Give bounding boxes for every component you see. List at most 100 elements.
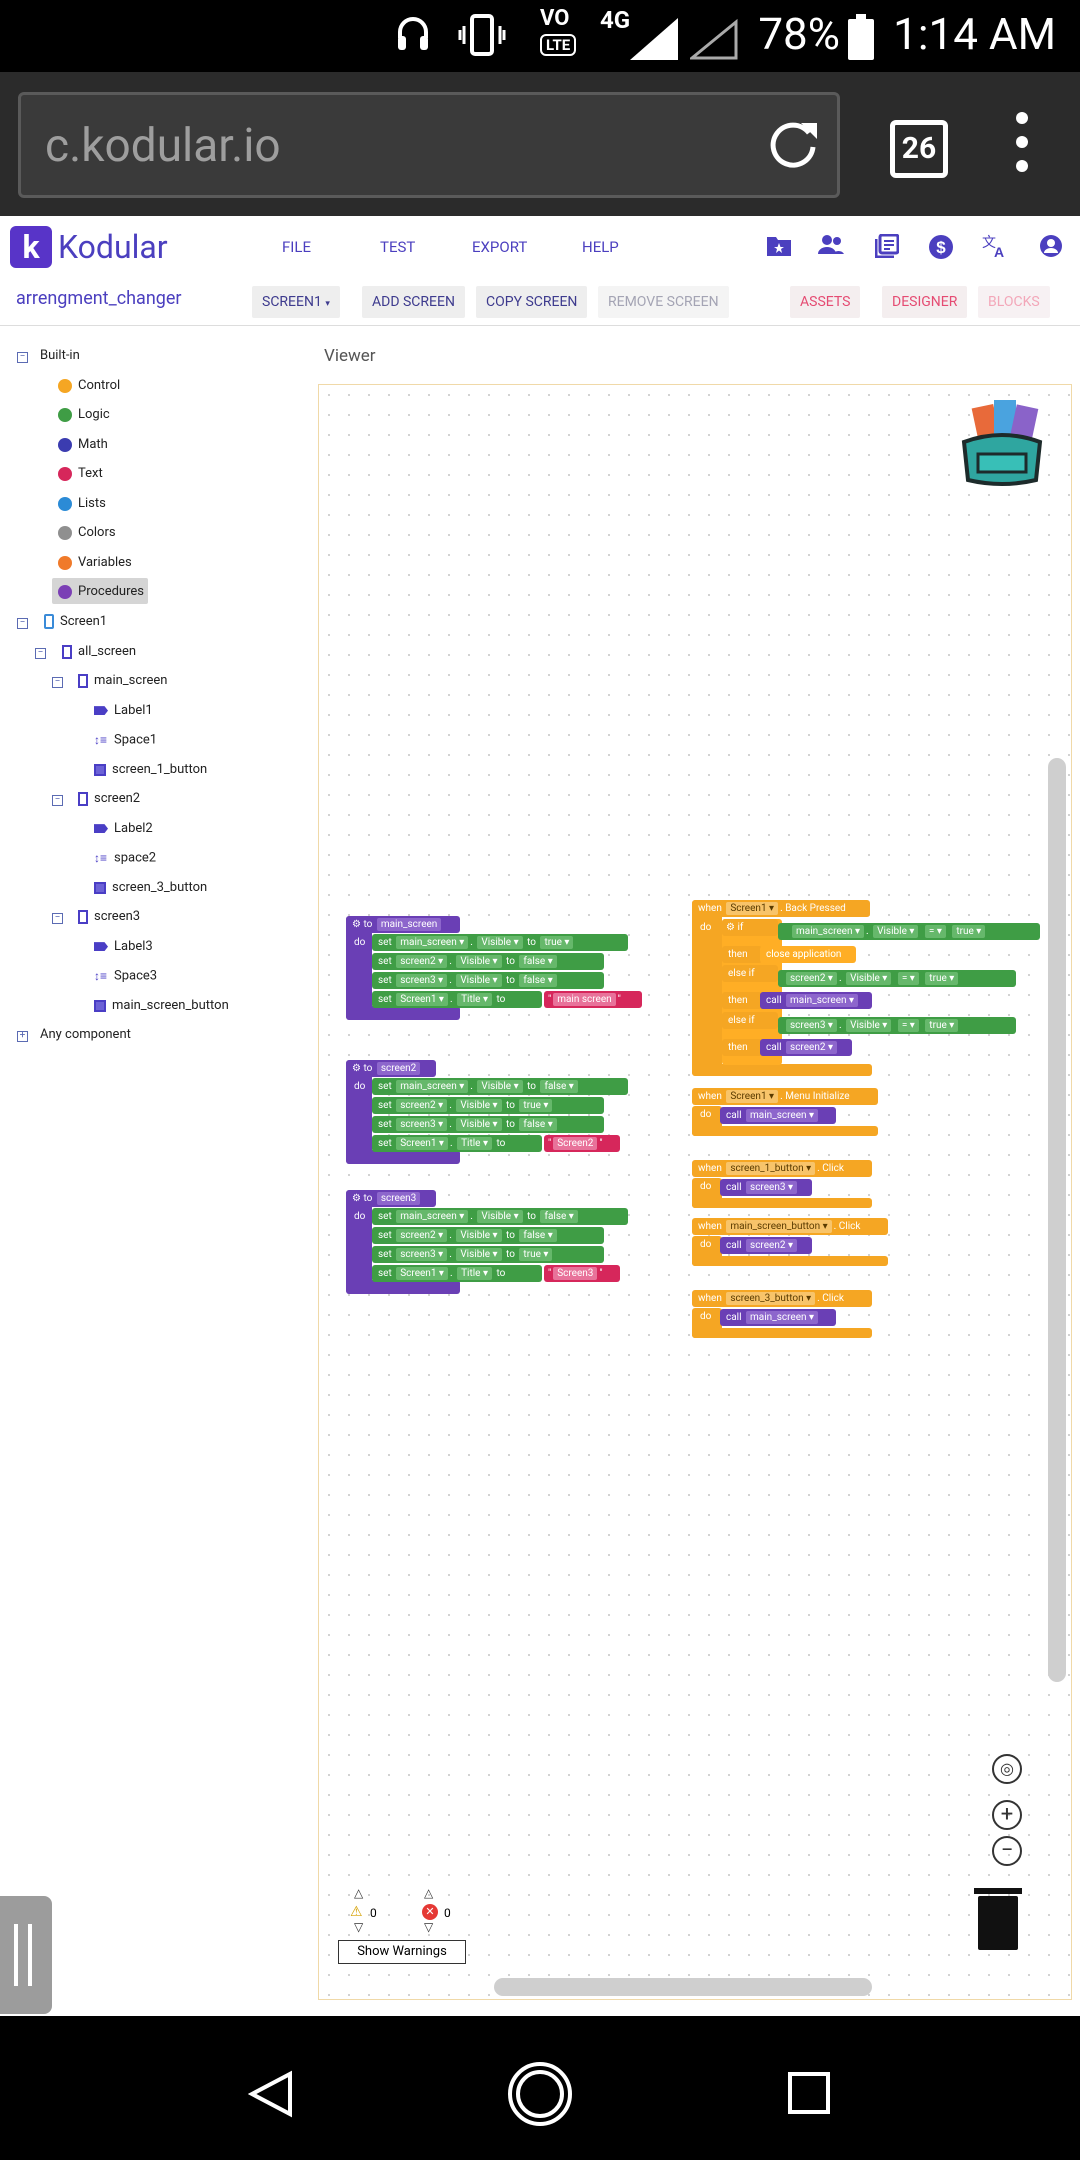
recents-icon[interactable] xyxy=(786,2070,832,2116)
tree-label2[interactable]: Label2 xyxy=(94,817,153,841)
string-field[interactable]: Screen3 xyxy=(553,1266,598,1280)
component-field[interactable]: main_screen_button ▾ xyxy=(726,1219,832,1233)
component-field[interactable]: Screen1 ▾ xyxy=(726,1089,779,1103)
event-menu-initialize-header[interactable]: when Screen1 ▾. Menu Initialize xyxy=(692,1088,878,1105)
bool-field[interactable]: true ▾ xyxy=(519,1247,553,1261)
set-block[interactable]: set main_screen ▾. Visible ▾ to false ▾ xyxy=(372,1078,628,1095)
folder-star-icon[interactable] xyxy=(766,234,792,260)
component-field[interactable]: Screen1 ▾ xyxy=(726,901,779,915)
component-field[interactable]: screen2 ▾ xyxy=(396,1228,448,1242)
tree-builtin[interactable]: Built-in xyxy=(40,348,80,363)
category-lists[interactable]: Lists xyxy=(58,492,106,516)
tree-screen3[interactable]: screen3 xyxy=(78,905,140,929)
string-field[interactable]: main screen xyxy=(553,992,616,1006)
tree-all-screen[interactable]: all_screen xyxy=(62,640,136,664)
set-block[interactable]: set screen2 ▾. Visible ▾ to true ▾ xyxy=(372,1097,604,1114)
more-menu-icon[interactable] xyxy=(1016,112,1028,184)
tab-switcher-button[interactable]: 26 xyxy=(890,120,948,178)
tree-main-screen-button[interactable]: main_screen_button xyxy=(94,994,229,1018)
property-field[interactable]: Visible ▾ xyxy=(846,1018,892,1032)
expand-any-component-icon[interactable]: + xyxy=(17,1031,28,1042)
property-field[interactable]: Visible ▾ xyxy=(456,1117,502,1131)
remove-screen-button[interactable]: REMOVE SCREEN xyxy=(598,286,729,318)
proc-select[interactable]: main_screen ▾ xyxy=(786,993,859,1007)
collapse-screen2-icon[interactable]: − xyxy=(52,795,63,806)
tree-space2[interactable]: ↕≡space2 xyxy=(94,846,156,870)
bool-field[interactable]: false ▾ xyxy=(519,1117,557,1131)
component-field[interactable]: screen3 ▾ xyxy=(396,973,448,987)
warning-up-arrow-icon[interactable]: △ xyxy=(354,1886,364,1900)
call-block[interactable]: call screen2 ▾ xyxy=(760,1039,852,1056)
property-field[interactable]: Visible ▾ xyxy=(477,1209,523,1223)
collapse-main-screen-icon[interactable]: − xyxy=(52,677,63,688)
property-field[interactable]: Visible ▾ xyxy=(477,935,523,949)
bool-field[interactable]: true ▾ xyxy=(952,924,986,938)
component-field[interactable]: Screen1 ▾ xyxy=(396,1266,448,1280)
collapse-builtin-icon[interactable]: − xyxy=(17,352,28,363)
component-field[interactable]: screen2 ▾ xyxy=(396,1098,448,1112)
proc-name-field[interactable]: main_screen xyxy=(376,917,442,931)
category-procedures[interactable]: Procedures xyxy=(58,580,144,604)
library-icon[interactable] xyxy=(874,233,900,260)
tree-screen-1-button[interactable]: screen_1_button xyxy=(94,758,207,782)
bool-field[interactable]: false ▾ xyxy=(519,1228,557,1242)
bool-field[interactable]: false ▾ xyxy=(519,954,557,968)
call-block[interactable]: call main_screen ▾ xyxy=(720,1107,836,1124)
set-block[interactable]: set Screen1 ▾. Title ▾ to xyxy=(372,1265,542,1282)
designer-button[interactable]: DESIGNER xyxy=(882,286,968,318)
menu-file[interactable]: FILE xyxy=(282,238,311,256)
error-down-arrow-icon[interactable]: ▽ xyxy=(424,1920,434,1934)
set-block[interactable]: set Screen1 ▾. Title ▾ to xyxy=(372,1135,542,1152)
set-block[interactable]: set Screen1 ▾. Title ▾ to xyxy=(372,991,542,1008)
property-field[interactable]: Title ▾ xyxy=(457,1136,492,1150)
proc-main-screen-body[interactable] xyxy=(346,916,372,1020)
property-field[interactable]: Title ▾ xyxy=(457,992,492,1006)
proc-main-screen-header[interactable]: ⚙ to main_screen xyxy=(346,916,460,933)
tree-space1[interactable]: ↕≡Space1 xyxy=(94,728,157,752)
text-string-block[interactable]: "Screen2" xyxy=(544,1135,620,1152)
proc-select[interactable]: main_screen ▾ xyxy=(746,1108,819,1122)
proc-screen2-header[interactable]: ⚙ to screen2 xyxy=(346,1060,436,1077)
horizontal-scrollbar[interactable] xyxy=(494,1978,872,1996)
text-string-block[interactable]: "main screen" xyxy=(544,991,642,1008)
set-block[interactable]: set main_screen ▾. Visible ▾ to true ▾ xyxy=(372,934,628,951)
property-field[interactable]: Visible ▾ xyxy=(456,973,502,987)
tree-label3[interactable]: Label3 xyxy=(94,935,153,959)
bool-field[interactable]: true ▾ xyxy=(925,971,959,985)
compare-block[interactable]: screen3 ▾. Visible ▾ = ▾ true ▾ xyxy=(778,1017,1016,1034)
zoom-in-icon[interactable]: + xyxy=(992,1800,1022,1830)
tree-space3[interactable]: ↕≡Space3 xyxy=(94,964,157,988)
vertical-scrollbar[interactable] xyxy=(1048,758,1066,1682)
proc-name-field[interactable]: screen3 xyxy=(376,1191,421,1205)
event-screen3-button-click-header[interactable]: when screen_3_button ▾. Click xyxy=(692,1290,872,1307)
menu-help[interactable]: HELP xyxy=(582,238,619,256)
zoom-out-icon[interactable]: − xyxy=(992,1836,1022,1866)
bool-field[interactable]: true ▾ xyxy=(540,935,574,949)
property-field[interactable]: Visible ▾ xyxy=(846,971,892,985)
call-block[interactable]: call screen3 ▾ xyxy=(720,1179,812,1196)
collapse-screen1-icon[interactable]: − xyxy=(17,618,28,629)
set-block[interactable]: set main_screen ▾. Visible ▾ to false ▾ xyxy=(372,1208,628,1225)
component-field[interactable]: main_screen ▾ xyxy=(396,935,469,949)
component-field[interactable]: screen3 ▾ xyxy=(786,1018,837,1032)
back-icon[interactable] xyxy=(247,2070,294,2118)
proc-screen3-body[interactable] xyxy=(346,1190,372,1294)
category-logic[interactable]: Logic xyxy=(58,403,110,427)
set-block[interactable]: set screen2 ▾. Visible ▾ to false ▾ xyxy=(372,1227,604,1244)
component-field[interactable]: Screen1 ▾ xyxy=(396,992,448,1006)
collapse-screen3-icon[interactable]: − xyxy=(52,913,63,924)
people-icon[interactable] xyxy=(818,234,844,260)
string-field[interactable]: Screen2 xyxy=(553,1136,598,1150)
property-field[interactable]: Visible ▾ xyxy=(873,924,919,938)
property-field[interactable]: Visible ▾ xyxy=(456,1228,502,1242)
close-application-block[interactable]: close application xyxy=(760,946,856,963)
operator-field[interactable]: = ▾ xyxy=(924,924,946,938)
account-icon[interactable] xyxy=(1038,234,1064,260)
category-colors[interactable]: Colors xyxy=(58,521,116,545)
tree-main-screen[interactable]: main_screen xyxy=(78,669,167,693)
proc-select[interactable]: screen2 ▾ xyxy=(786,1040,837,1054)
proc-screen2-body[interactable] xyxy=(346,1060,372,1164)
screen-select[interactable]: SCREEN1 ▾ xyxy=(252,286,340,318)
component-field[interactable]: screen2 ▾ xyxy=(396,954,448,968)
